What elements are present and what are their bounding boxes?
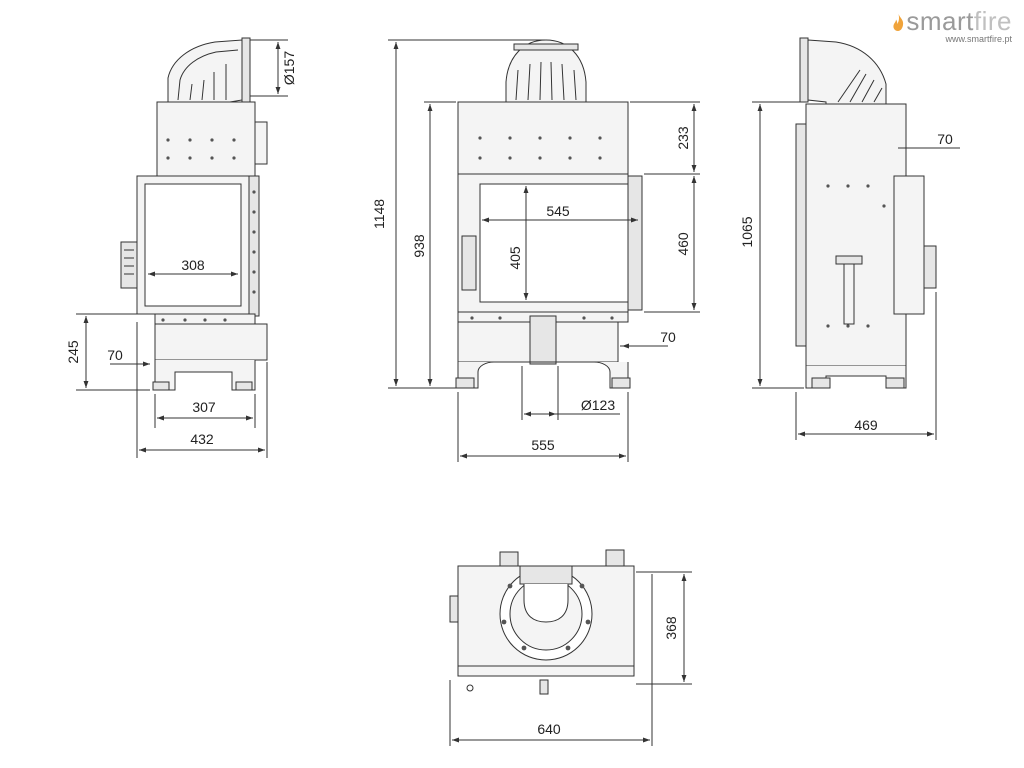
- center-view: [388, 39, 700, 462]
- center-handle: [461, 235, 477, 291]
- side-view-labels: 70 1065 469: [739, 131, 953, 433]
- dim-center-air-offset: 70: [660, 329, 676, 345]
- dim-center-total-height: 1148: [371, 199, 387, 229]
- side-door-profile: [893, 175, 925, 315]
- brand-url: www.smartfire.pt: [945, 34, 1012, 44]
- center-top-box: [457, 101, 629, 175]
- dim-center-top-height: 233: [675, 126, 691, 150]
- center-dome: [505, 39, 587, 103]
- dim-top-depth: 368: [663, 616, 679, 640]
- side-handle: [923, 245, 937, 289]
- front-view: [76, 37, 288, 458]
- brand-logo: smartfire www.smartfire.pt: [893, 6, 1012, 44]
- brand-name: smartfire: [893, 6, 1012, 37]
- dim-front-leg-height: 245: [65, 340, 81, 364]
- side-outlet-elbow: [799, 37, 887, 105]
- dim-front-leg-offset: 70: [107, 347, 123, 363]
- dim-side-height: 1065: [739, 216, 755, 247]
- dim-top-width: 640: [537, 721, 561, 737]
- center-legs: [457, 361, 629, 389]
- brand-name-fire: fire: [973, 6, 1012, 36]
- center-glass: [479, 183, 641, 303]
- dim-front-glass-width: 308: [181, 257, 205, 273]
- dim-center-glass-height: 405: [507, 246, 523, 270]
- dim-front-total-width: 432: [190, 431, 214, 447]
- front-outlet-elbow: [167, 37, 251, 105]
- front-top-box: [156, 101, 256, 181]
- front-handle: [120, 241, 138, 289]
- top-view: [449, 549, 692, 746]
- side-view: [752, 37, 960, 440]
- flame-icon: [893, 14, 904, 31]
- side-body: [805, 103, 907, 367]
- top-view-labels: 368 640: [537, 616, 679, 737]
- dim-front-base-width: 307: [192, 399, 216, 415]
- front-view-labels: Ø157 308 245 70 307 432: [65, 51, 297, 447]
- brand-name-smart: smart: [906, 6, 974, 36]
- dim-center-air-diameter: Ø123: [581, 397, 615, 413]
- dim-side-frame-depth: 70: [937, 131, 953, 147]
- center-view-labels: 1148 938 233 545 405 460 70 Ø123 555: [371, 126, 691, 453]
- dim-center-glass-width: 545: [546, 203, 570, 219]
- side-air-pipe: [843, 263, 855, 325]
- dim-center-total-width: 555: [531, 437, 555, 453]
- dim-front-outlet-diameter: Ø157: [281, 51, 297, 85]
- dim-side-depth: 469: [854, 417, 878, 433]
- dim-center-door-height: 460: [675, 232, 691, 256]
- center-air-inlet: [529, 315, 557, 365]
- dim-center-body-height: 938: [411, 234, 427, 258]
